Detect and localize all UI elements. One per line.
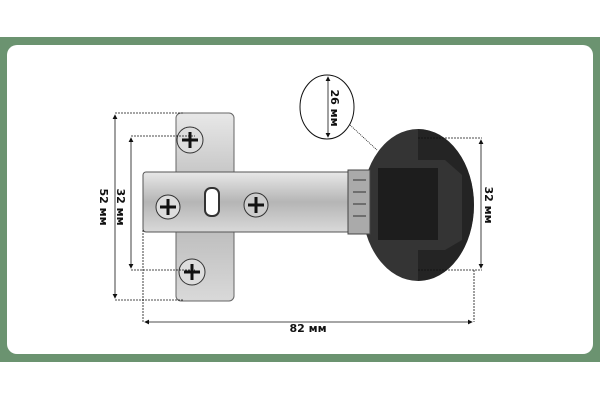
screw-spacing-label: 32 мм <box>114 188 127 225</box>
plate-height-label: 52 мм <box>97 188 110 225</box>
dimension-lines <box>112 74 484 325</box>
cup-diameter-label: 26 мм <box>328 89 341 126</box>
cup-height-label: 32 мм <box>482 186 495 223</box>
screw-icon <box>155 126 269 286</box>
total-length-label: 82 мм <box>289 322 326 335</box>
hinge-cup <box>362 129 474 281</box>
